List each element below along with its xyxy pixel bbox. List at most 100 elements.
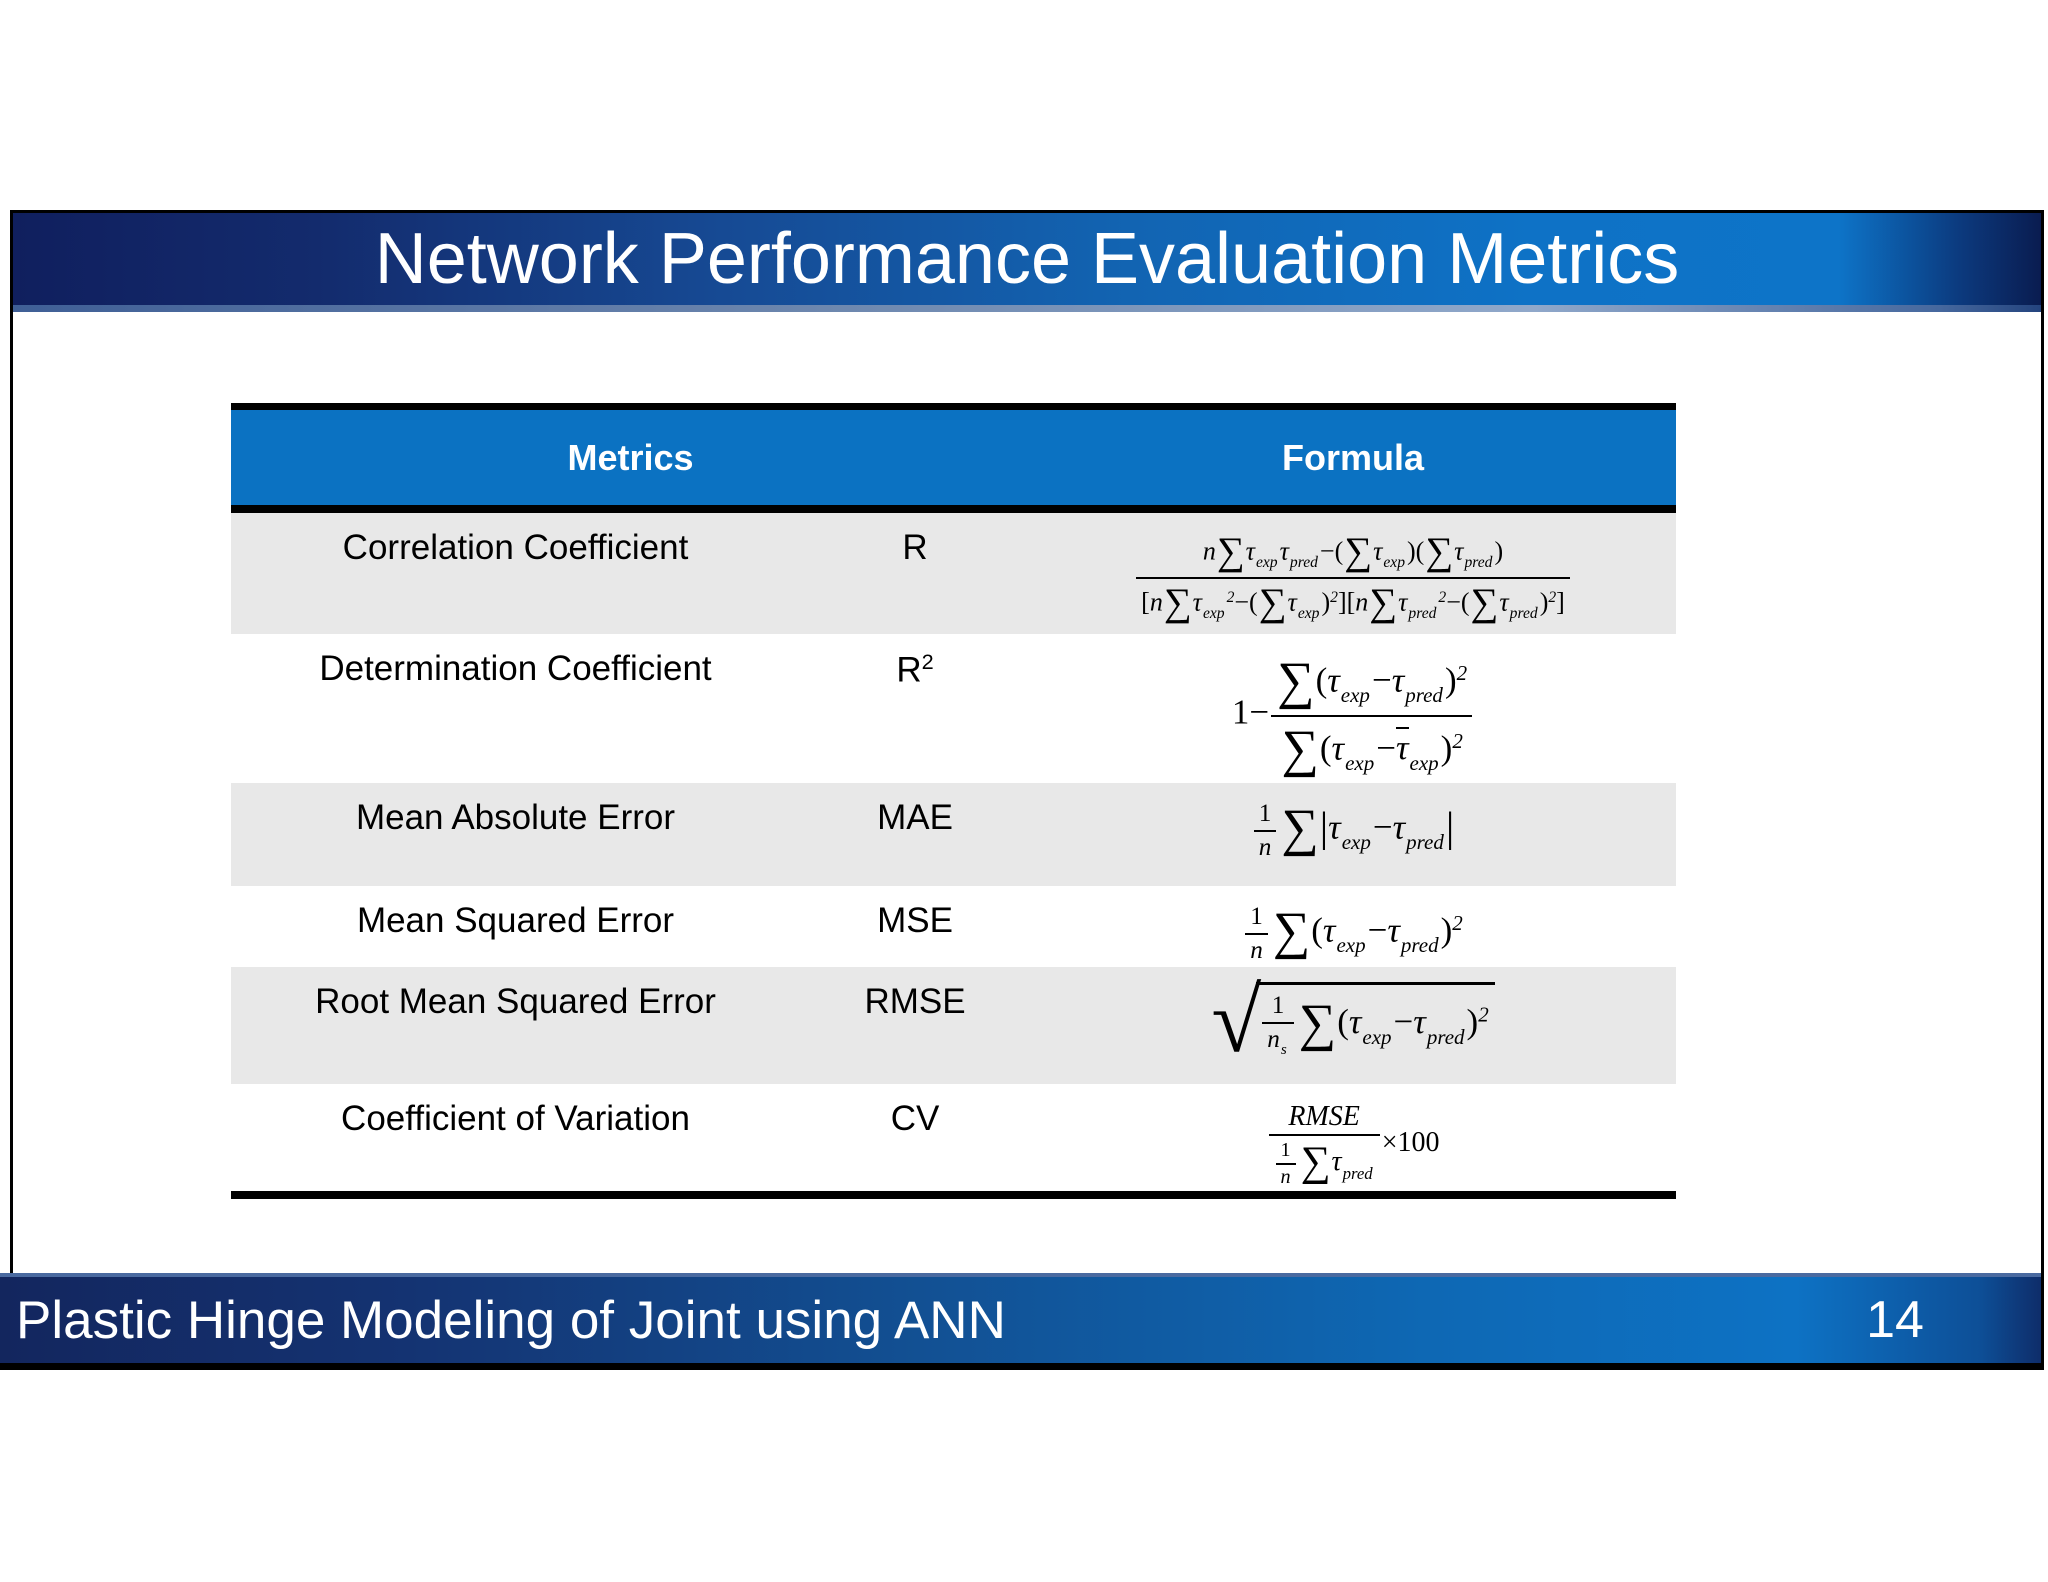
math-sb: exp: [1336, 933, 1366, 958]
math-d: 1: [1280, 1138, 1291, 1161]
math-o: ): [1494, 536, 1504, 566]
math-sb: pred: [1400, 933, 1439, 958]
math-ab: |: [1445, 805, 1455, 852]
math-o: ): [1444, 660, 1457, 700]
math-sb: exp: [1345, 750, 1375, 775]
math-sb: exp: [1202, 604, 1225, 622]
math-sp: 2: [1330, 588, 1338, 606]
metric-name: Mean Absolute Error: [355, 798, 676, 838]
math-sg: ∑: [1163, 580, 1192, 624]
math-o: ): [1440, 728, 1453, 768]
math-fl: 1: [1245, 901, 1268, 933]
footer-title: Plastic Hinge Modeling of Joint using AN…: [16, 1290, 1006, 1350]
math-o: −: [1372, 807, 1393, 847]
math-sb: exp: [1341, 830, 1371, 855]
math-v: n: [1250, 936, 1263, 964]
math-o: (: [1337, 1002, 1349, 1042]
math-fl: n: [1253, 829, 1277, 864]
math-fl: n∑τexpτpred−(∑τexp)(∑τpred): [1136, 528, 1570, 577]
math-o: (: [1315, 660, 1328, 700]
math-v: τ: [1454, 536, 1464, 566]
math-v: n: [1202, 536, 1216, 566]
math-v: n: [1258, 833, 1272, 861]
math-sb: pred: [1426, 1024, 1465, 1049]
math-sp: 2: [1452, 911, 1463, 936]
slide-right-border: [2041, 210, 2044, 1370]
math-o: (: [1311, 910, 1323, 950]
header-metrics: Metrics: [231, 403, 1030, 513]
math-v: τ: [1327, 660, 1340, 700]
slide-title: Network Performance Evaluation Metrics: [374, 219, 1680, 299]
math-sb: pred: [1408, 604, 1437, 622]
math-sb: pred: [1289, 554, 1318, 572]
math-fl: 1: [1262, 990, 1293, 1022]
math-sq-r: √: [1211, 970, 1262, 1072]
slide-title-bar: Network Performance Evaluation Metrics: [13, 213, 2041, 305]
metric-abbr: CV: [800, 1084, 1030, 1200]
math-v: τ: [1392, 807, 1406, 847]
math-v: τ: [1395, 728, 1409, 768]
math-o: ): [1466, 1002, 1479, 1042]
math-sg: ∑: [1272, 902, 1311, 961]
math-sb: pred: [1406, 830, 1444, 855]
math-v: τ: [1387, 910, 1400, 950]
math-v: τ: [1413, 1002, 1426, 1042]
math-sb: pred: [1509, 604, 1538, 622]
math-sb: exp: [1255, 554, 1278, 572]
metric-name: Coefficient of Variation: [231, 1084, 800, 1200]
math-v: τ: [1279, 536, 1289, 566]
math-v: τ: [1373, 536, 1383, 566]
math-sg: ∑: [1258, 580, 1287, 624]
math-fl: n: [1275, 1162, 1296, 1190]
metric-name: Correlation Coefficient: [342, 528, 689, 567]
math-o: (: [1319, 728, 1332, 768]
math-fl: RMSE: [1269, 1099, 1380, 1134]
math-sg: ∑: [1216, 530, 1245, 573]
math-sb: exp: [1383, 554, 1406, 572]
metric-abbr-base: R: [896, 650, 922, 690]
math-sb: pred: [1342, 1163, 1373, 1183]
math-sb: pred: [1405, 683, 1443, 708]
math-fl: [n∑τexp2−(∑τexp)2][n∑τpred2−(∑τpred)2]: [1136, 576, 1570, 628]
footer-body: Plastic Hinge Modeling of Joint using AN…: [0, 1277, 2041, 1363]
math-sb: exp: [1340, 683, 1370, 708]
math-sg: ∑: [1369, 580, 1398, 624]
math-sb: exp: [1297, 604, 1320, 622]
slide-top-border: [10, 210, 2044, 213]
header-formula: Formula: [1030, 403, 1676, 513]
metric-abbr: MAE: [877, 798, 953, 838]
math-d: 1: [1258, 800, 1272, 828]
metric-abbr: RMSE: [864, 982, 966, 1022]
math-v: τ: [1245, 536, 1255, 566]
math-v: τ: [1322, 910, 1336, 950]
math-v: n: [1355, 587, 1369, 617]
metric-name: Determination Coefficient: [319, 649, 712, 688]
footer-bottom-border: [0, 1363, 2041, 1370]
metric-name: Root Mean Squared Error: [315, 982, 716, 1022]
math-d: 1: [1271, 992, 1285, 1020]
math-sg: ∑: [1281, 719, 1319, 778]
math-v: τ: [1348, 1002, 1362, 1042]
math-sg: ∑: [1470, 580, 1499, 624]
footer-bar: Plastic Hinge Modeling of Joint using AN…: [0, 1273, 2041, 1370]
math-fl: ∑(τexp−τpred)2: [1271, 649, 1472, 715]
math-v: n: [1267, 1025, 1280, 1053]
table-row: Determination Coefficient R2 1−∑(τexp−τp…: [231, 634, 1676, 783]
math-sb: exp: [1362, 1024, 1392, 1049]
math-sp: 2: [1456, 661, 1468, 686]
math-sb: s: [1280, 1042, 1287, 1059]
math-o: )(: [1407, 536, 1425, 566]
math-v: τ: [1398, 587, 1408, 617]
math-v: n: [1280, 1165, 1291, 1188]
math-d: 1: [1250, 903, 1263, 931]
